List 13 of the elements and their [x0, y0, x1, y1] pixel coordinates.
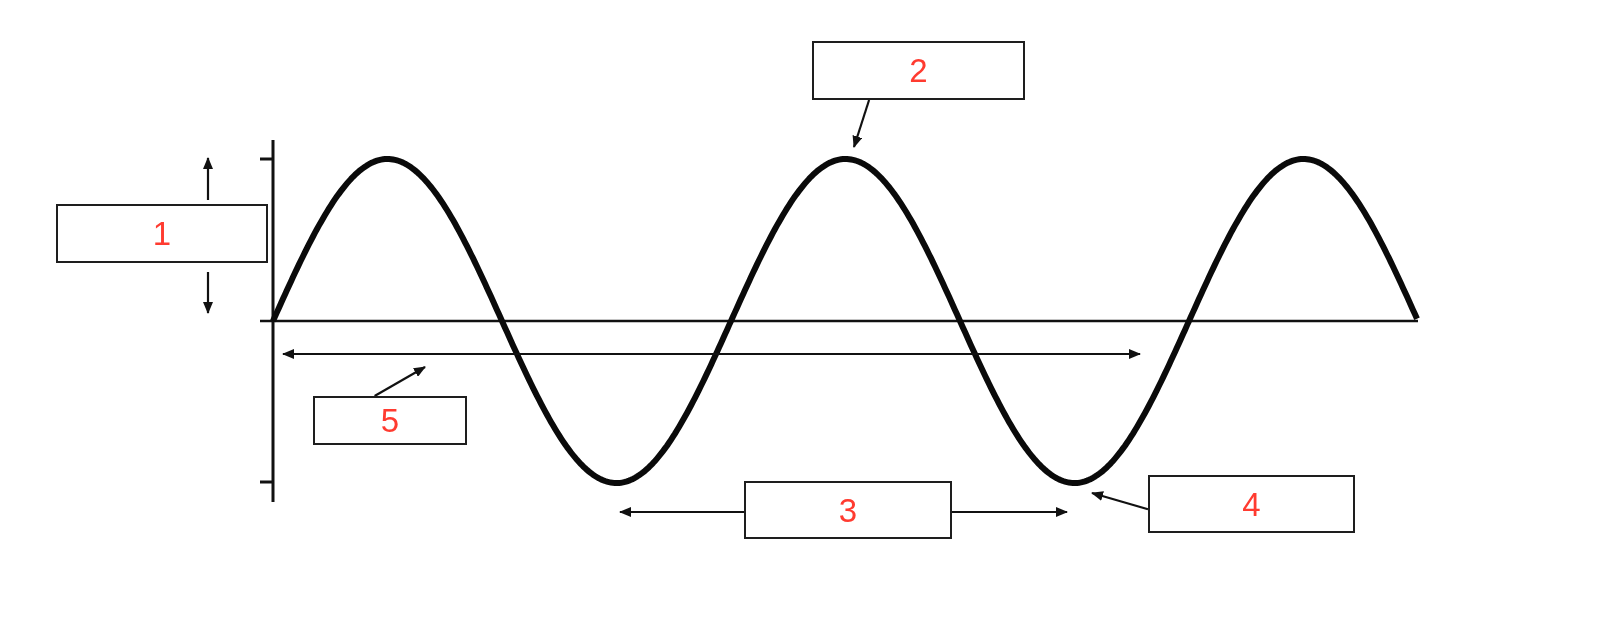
numbered-label-box	[56, 204, 268, 263]
numbered-label-box	[812, 41, 1025, 100]
label-number: 1	[152, 217, 172, 250]
label-number: 5	[380, 404, 400, 437]
label-number: 3	[838, 493, 858, 527]
leader-arrow	[374, 366, 426, 397]
numbered-label-box	[313, 396, 467, 445]
leader-arrow	[852, 99, 871, 148]
numbered-label-box	[744, 481, 952, 539]
label-number: 4	[1242, 487, 1261, 521]
leader-arrow	[1091, 491, 1149, 511]
numbered-label-box	[1148, 475, 1355, 533]
label-number: 2	[909, 54, 928, 87]
